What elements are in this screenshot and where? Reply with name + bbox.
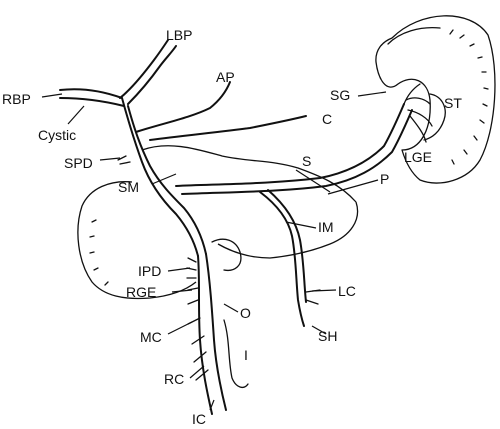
label-ic: IC	[192, 411, 206, 427]
label-ap: AP	[216, 69, 235, 85]
label-c: C	[322, 111, 332, 127]
label-rbp: RBP	[2, 91, 31, 107]
pancreas-outline	[77, 145, 359, 300]
label-sg: SG	[330, 87, 350, 103]
label-lge: LGE	[404, 149, 432, 165]
label-s: S	[302, 153, 311, 169]
label-lbp: LBP	[166, 27, 192, 43]
label-o: O	[240, 305, 251, 321]
label-mc: MC	[140, 329, 162, 345]
label-sm: SM	[118, 179, 139, 195]
label-p: P	[380, 171, 389, 187]
label-spd: SPD	[64, 155, 93, 171]
label-lc: LC	[338, 283, 356, 299]
label-i: I	[244, 347, 248, 363]
label-st: ST	[444, 95, 462, 111]
vessel-network	[59, 39, 433, 415]
label-ipd: IPD	[138, 263, 161, 279]
label-cystic: Cystic	[38, 127, 76, 143]
labels: LBP AP RBP Cystic C SPD SM S SG ST LGE P…	[2, 27, 462, 427]
label-rge: RGE	[126, 284, 156, 300]
label-sh: SH	[318, 328, 337, 344]
label-rc: RC	[164, 371, 184, 387]
stomach-outline	[375, 15, 496, 184]
label-im: IM	[318, 219, 334, 235]
leader-lines	[41, 91, 387, 411]
